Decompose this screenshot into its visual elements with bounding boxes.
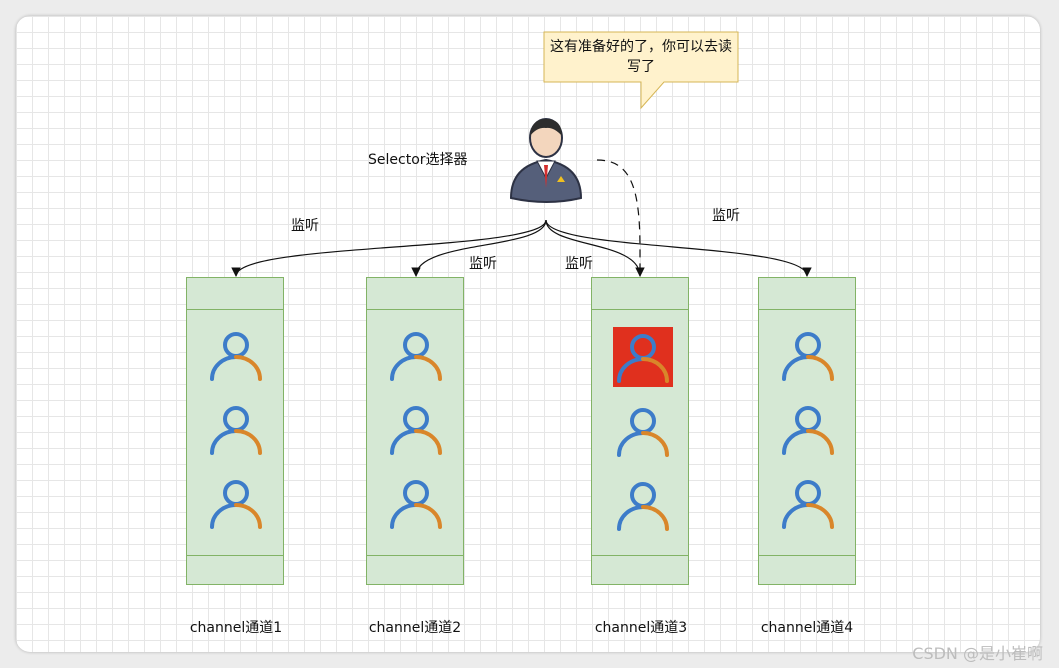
callout-text: 这有准备好的了，你可以去读写了 bbox=[550, 39, 732, 75]
channel-label-3: channel通道3 bbox=[594, 620, 688, 636]
selector-label: Selector选择器 bbox=[368, 152, 468, 168]
user-icon bbox=[613, 475, 673, 535]
listen-label-2: 监听 bbox=[469, 256, 497, 272]
channel-divider bbox=[592, 309, 688, 310]
channel-label-2: channel通道2 bbox=[368, 620, 462, 636]
listen-label-3: 监听 bbox=[565, 256, 593, 272]
channel-divider bbox=[759, 309, 855, 310]
channel-box-1 bbox=[186, 277, 284, 585]
user-icon bbox=[386, 399, 446, 459]
channel-divider bbox=[367, 309, 463, 310]
user-icon bbox=[386, 325, 446, 385]
channel-label-4: channel通道4 bbox=[760, 620, 854, 636]
channel-box-3 bbox=[591, 277, 689, 585]
channel-divider bbox=[592, 555, 688, 556]
user-icon bbox=[386, 473, 446, 533]
channel-box-4 bbox=[758, 277, 856, 585]
user-icon bbox=[206, 399, 266, 459]
channel-box-2 bbox=[366, 277, 464, 585]
user-icon bbox=[778, 399, 838, 459]
ready-user-icon bbox=[613, 327, 673, 387]
diagram-canvas bbox=[16, 16, 1040, 652]
user-icon bbox=[206, 325, 266, 385]
channel-divider bbox=[367, 555, 463, 556]
user-icon bbox=[206, 473, 266, 533]
listen-label-4: 监听 bbox=[712, 208, 740, 224]
watermark: CSDN @是小崔啊 bbox=[912, 644, 1043, 663]
channel-divider bbox=[759, 555, 855, 556]
channel-divider bbox=[187, 555, 283, 556]
user-icon bbox=[613, 401, 673, 461]
person-icon bbox=[509, 118, 583, 203]
user-icon bbox=[778, 325, 838, 385]
channel-divider bbox=[187, 309, 283, 310]
channel-label-1: channel通道1 bbox=[189, 620, 283, 636]
user-icon bbox=[778, 473, 838, 533]
listen-label-1: 监听 bbox=[291, 218, 319, 234]
